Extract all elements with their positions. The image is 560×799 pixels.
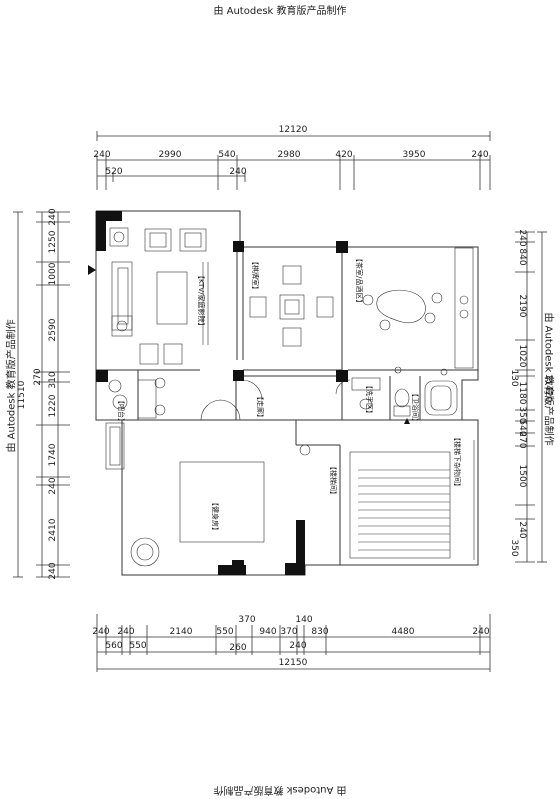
room-label-wash: 【洗手区】 <box>365 382 374 417</box>
room-label-gym: 【健身房】 <box>211 499 220 534</box>
dim-right-total: 11420 <box>543 374 553 403</box>
dim-top: 2980 <box>278 150 301 160</box>
room-label-corridor: 【走廊】 <box>256 393 265 421</box>
dim-top-sub: 520 <box>105 167 122 177</box>
dim-right: 1180 <box>517 382 527 405</box>
dim-right: 2190 <box>517 295 527 318</box>
dim-left: 310 <box>48 371 58 388</box>
dim-bottom: 550 <box>216 627 233 637</box>
dim-bottom: 240 <box>92 627 109 637</box>
right-dimensions <box>515 231 547 563</box>
top-dimensions <box>96 131 491 190</box>
dim-left: 1740 <box>48 443 58 466</box>
watermark-top: 由 Autodesk 教育版产品制作 <box>213 6 347 17</box>
dim-right: 240 <box>517 229 527 246</box>
dim-right: 1020 <box>517 345 527 368</box>
dim-bottom-total: 12150 <box>279 658 308 668</box>
dim-bottom-sub: 560 <box>105 641 122 651</box>
dim-left: 240 <box>48 562 58 579</box>
dim-left: 240 <box>48 208 58 225</box>
dim-right: 240 <box>517 521 527 538</box>
dim-left: 1000 <box>48 262 58 285</box>
dim-bottom: 2140 <box>170 627 193 637</box>
dim-right: 350 <box>517 406 527 423</box>
dim-bottom: 940 <box>259 627 276 637</box>
room-label-tea: 【茶室/品酒区】 <box>355 255 364 306</box>
dim-top: 240 <box>93 150 110 160</box>
dim-left-sub: 270 <box>33 368 43 385</box>
dim-bottom: 370 <box>238 615 255 625</box>
dim-bottom-sub: 260 <box>229 643 246 653</box>
wall-pillars <box>88 211 410 575</box>
dim-right: 840 <box>517 248 527 265</box>
dim-right: 350 <box>509 539 519 556</box>
room-label-stair: 【楼梯间】 <box>329 463 338 498</box>
dim-right: 540 <box>517 419 527 436</box>
room-label-stair-down: 【楼梯下杂物间】 <box>453 434 462 490</box>
dim-bottom: 830 <box>311 627 328 637</box>
dim-left-total: 11510 <box>17 380 27 409</box>
dim-bottom: 240 <box>472 627 489 637</box>
dim-top: 420 <box>335 150 352 160</box>
dim-top-sub: 240 <box>229 167 246 177</box>
dim-left: 1220 <box>48 394 58 417</box>
room-label-ktv: 【KTV/家庭影院】 <box>197 272 206 329</box>
room-label-bar: 【吧台】 <box>117 397 126 425</box>
dim-bottom: 140 <box>295 615 312 625</box>
dim-right: 1500 <box>517 465 527 488</box>
dim-top: 3950 <box>403 150 426 160</box>
bottom-dimensions <box>96 614 491 672</box>
dim-left: 240 <box>48 477 58 494</box>
room-label-chess: 【棋牌室】 <box>251 258 260 293</box>
dim-top: 540 <box>218 150 235 160</box>
dim-top-total: 12120 <box>279 125 308 135</box>
dim-top: 240 <box>471 150 488 160</box>
room-label-bath: 【卫浴间】 <box>411 390 420 425</box>
dim-left: 2590 <box>48 318 58 341</box>
dim-bottom: 4480 <box>392 627 415 637</box>
dim-bottom: 240 <box>117 627 134 637</box>
dim-bottom-sub: 550 <box>129 641 146 651</box>
dim-top: 2990 <box>159 150 182 160</box>
walls <box>95 210 479 576</box>
dim-left: 1250 <box>48 230 58 253</box>
furniture <box>105 227 475 567</box>
dim-bottom: 370 <box>280 627 297 637</box>
dim-left: 2410 <box>48 518 58 541</box>
dim-bottom-sub: 240 <box>289 641 306 651</box>
dim-right: 270 <box>517 431 527 448</box>
dim-right: 130 <box>509 369 519 386</box>
left-dimensions <box>13 211 70 578</box>
